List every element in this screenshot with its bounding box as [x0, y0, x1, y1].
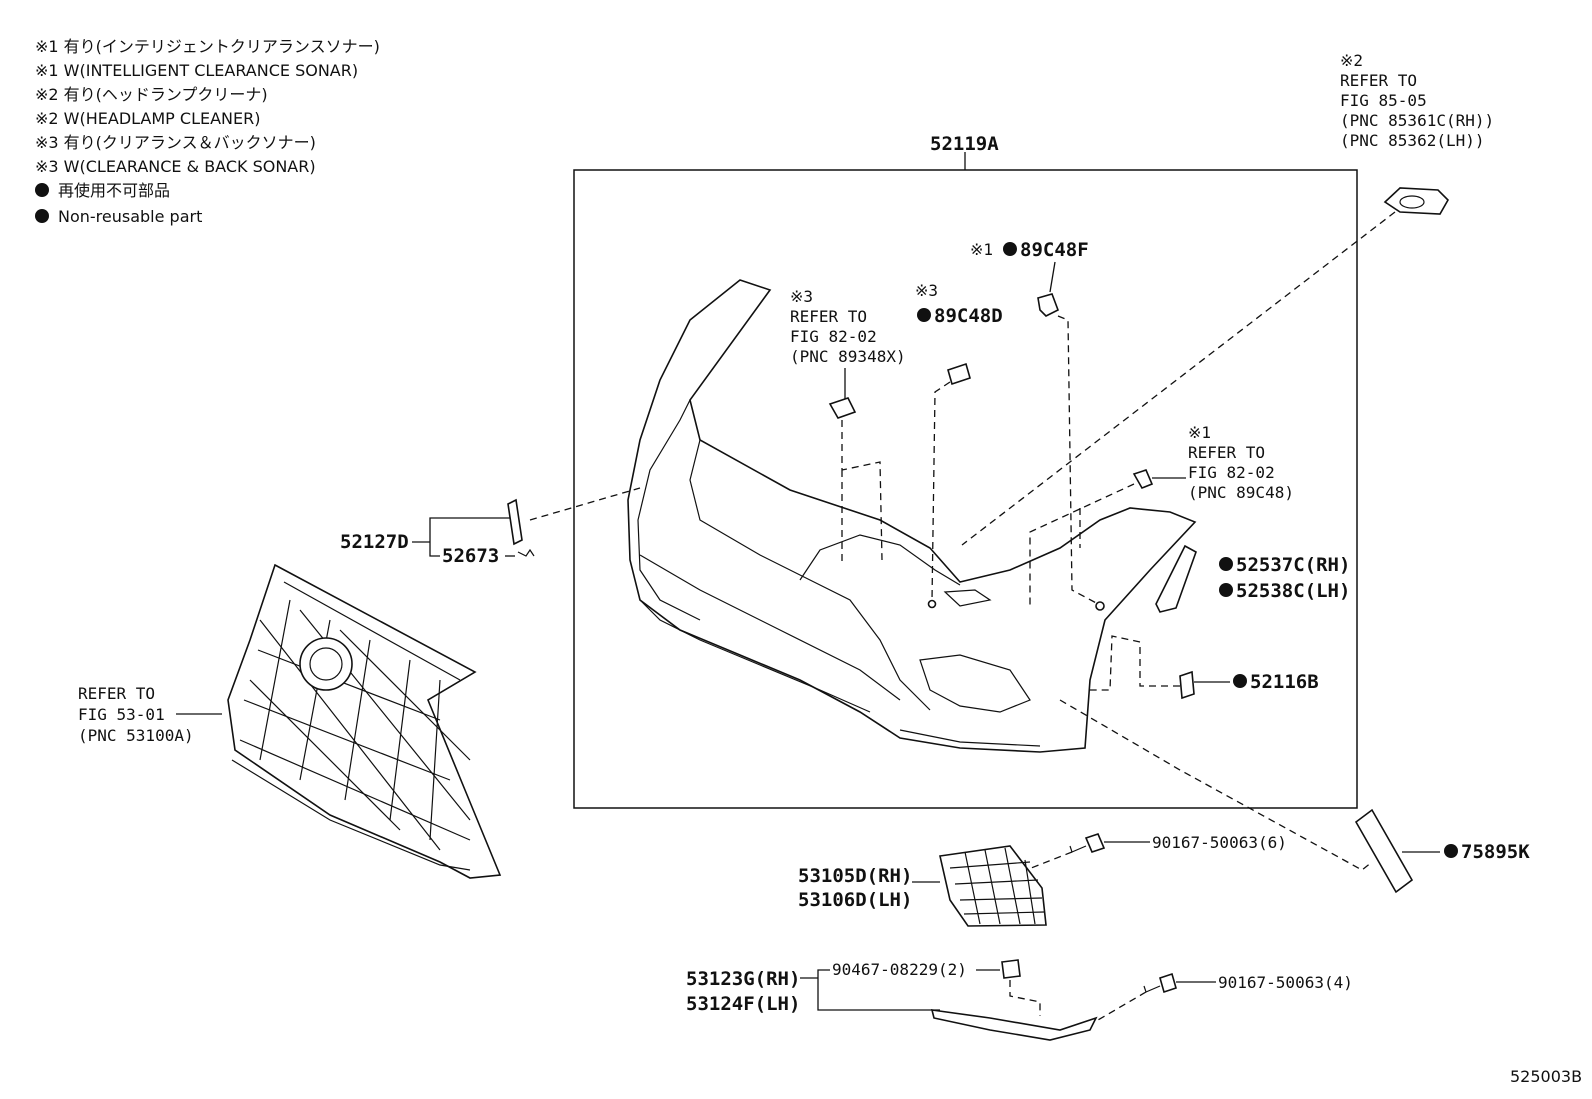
sonar-hole	[927, 599, 937, 609]
ref-headlamp-line-4: (PNC 85361C(RH))	[1340, 111, 1494, 130]
grille-assembly-part[interactable]	[227, 563, 502, 879]
ref-sonar3-line-2: REFER TO	[790, 307, 867, 326]
label-89C48F[interactable]: 89C48F	[1020, 239, 1089, 261]
label-52673[interactable]: 52673	[442, 545, 499, 567]
label-90167-6[interactable]: 90167-50063(6)	[1152, 833, 1287, 852]
leader-90167-4-dash	[1097, 991, 1147, 1021]
lower-moulding-part[interactable]	[930, 1009, 1098, 1041]
non-reusable-dot-icon	[35, 209, 49, 223]
label-53124F[interactable]: 53124F(LH)	[686, 993, 800, 1015]
ref-sonar1-line-2: REFER TO	[1188, 443, 1265, 462]
label-75895K[interactable]: 75895K	[1461, 841, 1530, 863]
legend-line-6: ※3 W(CLEARANCE & BACK SONAR)	[35, 157, 316, 176]
legend-line-2: ※1 W(INTELLIGENT CLEARANCE SONAR)	[35, 61, 358, 80]
leader-headlamp	[961, 211, 1396, 546]
legend-line-3: ※2 有り(ヘッドランプクリーナ)	[35, 85, 268, 104]
legend-line-7: 再使用不可部品	[58, 181, 170, 200]
mark-89C48D: ※3	[915, 281, 938, 300]
leader-89C48F	[1049, 261, 1056, 293]
label-52127D[interactable]: 52127D	[340, 531, 409, 553]
ref-headlamp-line-5: (PNC 85362(LH))	[1340, 131, 1485, 150]
label-90467[interactable]: 90467-08229(2)	[832, 960, 967, 979]
legend-line-4: ※2 W(HEADLAMP CLEANER)	[35, 109, 260, 128]
ref-sonar1-line-4: (PNC 89C48)	[1188, 483, 1294, 502]
ref-sonar3-line-3: FIG 82-02	[790, 327, 877, 346]
leader-89C48F-dash	[1057, 315, 1101, 606]
diagram-id: 525003B	[1510, 1067, 1582, 1086]
ref-headlamp-line-2: REFER TO	[1340, 71, 1417, 90]
non-reusable-dot-icon	[1003, 242, 1017, 256]
ref-sonar3-line-1: ※3	[790, 287, 813, 306]
leader-90467-dash	[1009, 980, 1041, 1016]
sonar-89C48D-part[interactable]	[947, 362, 971, 386]
moulding-52537C-part[interactable]	[1155, 544, 1197, 613]
label-53123G[interactable]: 53123G(RH)	[686, 968, 800, 990]
leader-52116B-dash	[1088, 635, 1180, 691]
sonar-hole	[1095, 601, 1105, 611]
ref-sonar3-line-4: (PNC 89348X)	[790, 347, 906, 366]
clip-90467-part[interactable]	[1001, 959, 1021, 979]
mark-89C48F: ※1	[970, 240, 993, 259]
label-52538C[interactable]: 52538C(LH)	[1236, 580, 1350, 602]
non-reusable-dot-icon	[1219, 583, 1233, 597]
headlamp-cleaner-part[interactable]	[1383, 187, 1449, 215]
leader-52127D-dash	[529, 487, 641, 521]
sonar-bracket-part[interactable]	[828, 397, 857, 419]
non-reusable-dot-icon	[1444, 844, 1458, 858]
leader-sonar1-dash	[1029, 483, 1135, 605]
legend: ※1 有り(インテリジェントクリアランスソナー) ※1 W(INTELLIGEN…	[35, 37, 380, 226]
sonar-1-part[interactable]	[1132, 469, 1154, 490]
ref-sonar1-line-3: FIG 82-02	[1188, 463, 1275, 482]
label-53106D[interactable]: 53106D(LH)	[798, 889, 912, 911]
leader-90167-6-dash	[1025, 851, 1073, 871]
non-reusable-dot-icon	[917, 308, 931, 322]
ref-sonar1-line-1: ※1	[1188, 423, 1211, 442]
ref-sonar3: ※3 REFER TO FIG 82-02 (PNC 89348X)	[790, 287, 906, 366]
legend-line-8: Non-reusable part	[58, 207, 202, 226]
ref-sonar1: ※1 REFER TO FIG 82-02 (PNC 89C48)	[1188, 423, 1294, 502]
lower-grille-part[interactable]	[939, 845, 1047, 927]
label-90167-4[interactable]: 90167-50063(4)	[1218, 973, 1353, 992]
label-89C48D[interactable]: 89C48D	[934, 305, 1003, 327]
label-52119A[interactable]: 52119A	[930, 133, 999, 155]
label-52537C[interactable]: 52537C(RH)	[1236, 554, 1350, 576]
non-reusable-dot-icon	[1233, 674, 1247, 688]
label-53105D[interactable]: 53105D(RH)	[798, 865, 912, 887]
non-reusable-dot-icon	[35, 183, 49, 197]
sonar-89C48F-part[interactable]	[1037, 293, 1060, 317]
leader-sonar3-dash	[841, 420, 883, 565]
ref-headlamp-line-3: FIG 85-05	[1340, 91, 1427, 110]
leader-75895K-dash	[1059, 699, 1373, 871]
label-52116B[interactable]: 52116B	[1250, 671, 1319, 693]
ref-headlamp: ※2 REFER TO FIG 85-05 (PNC 85361C(RH)) (…	[1340, 51, 1494, 150]
ref-grille-line-2: FIG 53-01	[78, 705, 165, 724]
ref-grille-line-1: REFER TO	[78, 684, 155, 703]
clip-52673-part[interactable]	[517, 548, 535, 557]
legend-line-5: ※3 有り(クリアランス＆バックソナー)	[35, 133, 316, 152]
bracket-52127D-part[interactable]	[507, 498, 523, 546]
ref-grille-line-3: (PNC 53100A)	[78, 726, 194, 745]
ref-grille: REFER TO FIG 53-01 (PNC 53100A)	[78, 684, 194, 745]
front-bumper-cover[interactable]	[627, 279, 1197, 753]
retainer-52116B-part[interactable]	[1179, 670, 1195, 700]
leader-53123G	[800, 969, 940, 1011]
film-75895K-part[interactable]	[1354, 808, 1414, 894]
screw-90167-6-part[interactable]	[1069, 833, 1106, 853]
legend-line-1: ※1 有り(インテリジェントクリアランスソナー)	[35, 37, 380, 56]
screw-90167-4-part[interactable]	[1143, 972, 1177, 994]
ref-headlamp-line-1: ※2	[1340, 51, 1363, 70]
leader-52127D	[412, 517, 510, 557]
non-reusable-dot-icon	[1219, 557, 1233, 571]
leader-89C48D-dash	[931, 381, 951, 601]
